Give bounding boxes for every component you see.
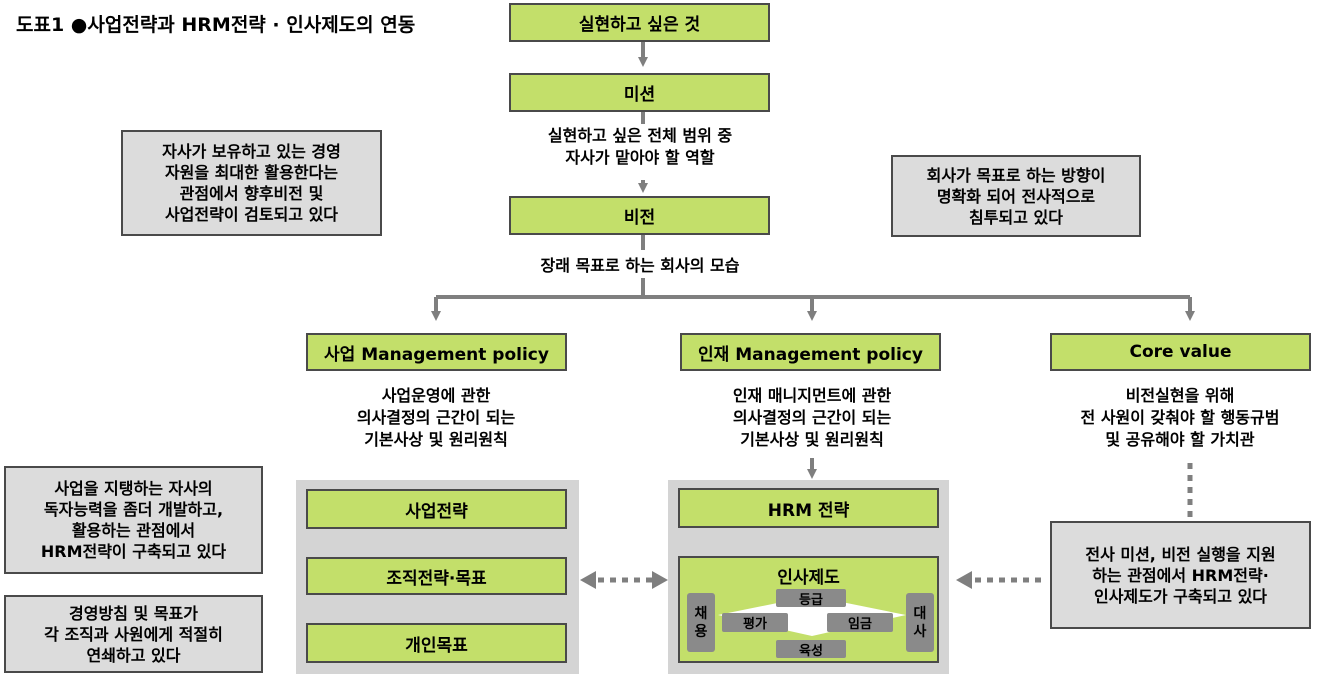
header-business-policy: 사업 Management policy xyxy=(306,333,567,371)
note-left-mid-line-1: 사업을 지탱하는 자사의 xyxy=(54,479,213,498)
header-hr-policy: 인재 Management policy xyxy=(680,333,941,371)
pill-development: 육성 xyxy=(776,640,846,659)
core-desc-line-2: 전 사원이 갖춰야 할 행동규범 xyxy=(1080,408,1280,427)
note-right-top-line-2: 명확화 되어 전사적으로 xyxy=(936,186,1096,206)
box-vision: 비전 xyxy=(509,196,770,235)
pill-grade: 등급 xyxy=(776,589,846,608)
hr-policy-description: 인재 매니지먼트에 관한 의사결정의 근간이 되는 기본사상 및 원리원칙 xyxy=(662,385,962,451)
mission-desc-line-2: 자사가 맡아야 할 역할 xyxy=(565,148,715,167)
note-left-mid-line-3: 활용하는 관점에서 xyxy=(71,521,196,540)
note-left-bottom: 경영방침 및 목표가 각 조직과 사원에게 적절히 연쇄하고 있다 xyxy=(4,595,263,673)
hr-desc-line-2: 의사결정의 근간이 되는 xyxy=(732,408,892,427)
box-hrm-strategy: HRM 전략 xyxy=(678,488,939,528)
business-policy-description: 사업운영에 관한 의사결정의 근간이 되는 기본사상 및 원리원칙 xyxy=(286,385,586,451)
core-desc-line-3: 및 공유해야 할 가치관 xyxy=(1105,430,1255,449)
pill-recruitment-char-2: 용 xyxy=(694,623,708,640)
core-desc-line-1: 비전실현을 위해 xyxy=(1125,386,1235,405)
pill-treatment-char-1: 대 xyxy=(913,605,927,622)
note-right-bottom-line-1: 전사 미션, 비전 실행을 지원 xyxy=(1085,544,1276,564)
note-left-mid-line-4: HRM전략이 구축되고 있다 xyxy=(40,542,227,561)
note-left-bottom-line-2: 각 조직과 사원에게 적절히 xyxy=(44,624,223,644)
hr-desc-line-3: 기본사상 및 원리원칙 xyxy=(740,430,884,449)
hr-system-title: 인사제도 xyxy=(777,568,840,588)
box-org-strategy-goal: 조직전략·목표 xyxy=(306,557,567,595)
pill-treatment-char-2: 사 xyxy=(913,623,927,640)
note-left-top: 자사가 보유하고 있는 경영 자원을 최대한 활용한다는 관점에서 향후비전 및… xyxy=(121,130,382,236)
note-left-bottom-line-3: 연쇄하고 있다 xyxy=(86,645,181,665)
business-desc-line-1: 사업운영에 관한 xyxy=(381,386,491,405)
note-left-top-line-3: 관점에서 향후비전 및 xyxy=(179,184,324,203)
hr-desc-line-1: 인재 매니지먼트에 관한 xyxy=(732,386,892,405)
pill-recruitment: 채 용 xyxy=(687,593,715,652)
note-left-bottom-line-1: 경영방침 및 목표가 xyxy=(69,603,198,623)
box-business-strategy: 사업전략 xyxy=(306,489,567,529)
note-left-middle: 사업을 지탱하는 자사의 독자능력을 좀더 개발하고, 활용하는 관점에서 HR… xyxy=(4,466,263,574)
core-value-description: 비전실현을 위해 전 사원이 갖춰야 할 행동규범 및 공유해야 할 가치관 xyxy=(1030,385,1317,451)
note-left-mid-line-2: 독자능력을 좀더 개발하고, xyxy=(43,500,224,519)
note-right-top-line-3: 침투되고 있다 xyxy=(969,207,1063,227)
figure-title: 도표1 ●사업전략과 HRM전략 · 인사제도의 연동 xyxy=(16,14,416,36)
note-left-top-line-2: 자원을 최대한 활용한다는 xyxy=(164,163,339,182)
box-individual-goal: 개인목표 xyxy=(306,623,567,663)
note-right-bottom: 전사 미션, 비전 실행을 지원 하는 관점에서 HRM전략· 인사제도가 구축… xyxy=(1050,521,1311,629)
mission-description: 실현하고 싶은 전체 범위 중 자사가 맡아야 할 역할 xyxy=(480,125,800,169)
note-right-bottom-line-2: 하는 관점에서 HRM전략· xyxy=(1092,565,1269,585)
pill-wage: 임금 xyxy=(827,613,893,632)
note-right-top-line-1: 회사가 목표로 하는 방향이 xyxy=(926,165,1106,185)
note-left-top-line-4: 사업전략이 검토되고 있다 xyxy=(164,205,339,224)
note-right-bottom-line-3: 인사제도가 구축되고 있다 xyxy=(1093,586,1268,606)
note-left-top-line-1: 자사가 보유하고 있는 경영 xyxy=(162,142,341,161)
business-desc-line-3: 기본사상 및 원리원칙 xyxy=(364,430,508,449)
pill-evaluation: 평가 xyxy=(722,613,788,632)
mission-desc-line-1: 실현하고 싶은 전체 범위 중 xyxy=(547,126,733,145)
pill-treatment: 대 사 xyxy=(906,593,934,652)
business-desc-line-2: 의사결정의 근간이 되는 xyxy=(356,408,516,427)
box-want-to-realize: 실현하고 싶은 것 xyxy=(509,3,770,42)
note-right-top: 회사가 목표로 하는 방향이 명확화 되어 전사적으로 침투되고 있다 xyxy=(891,155,1141,237)
header-core-value: Core value xyxy=(1050,333,1311,371)
box-mission: 미션 xyxy=(509,73,770,112)
pill-recruitment-char-1: 채 xyxy=(694,605,708,622)
vision-description: 장래 목표로 하는 회사의 모습 xyxy=(540,256,740,275)
